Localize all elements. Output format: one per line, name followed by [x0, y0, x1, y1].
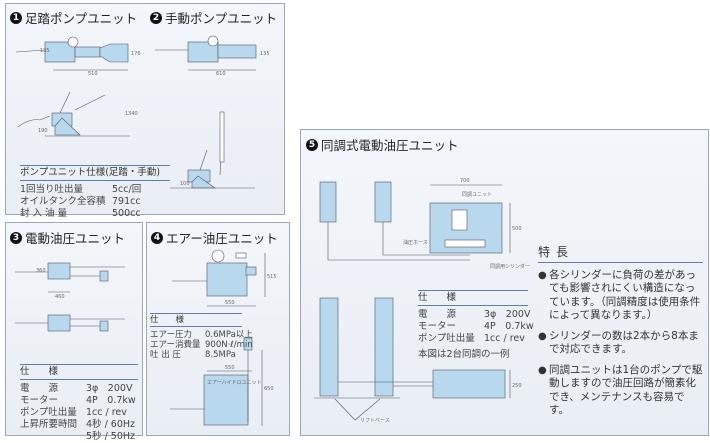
dim-s3-height: 360	[36, 268, 46, 274]
feature-item: 同調ユニットは1台のポンプで駆動しますので油圧回路が簡素化でき、メンテナンスも容…	[538, 364, 703, 418]
section-title: エアー油圧ユニット	[166, 231, 278, 246]
dim-s4-width: 550	[225, 300, 235, 306]
section-title: 手動ポンプユニット	[165, 11, 278, 26]
sync-unit-diagram	[314, 181, 511, 421]
panel-electric-unit	[5, 222, 143, 436]
spec-key: 封 入 油 量	[20, 208, 68, 219]
dim-s5-unit-height: 250	[512, 383, 522, 389]
label-sync-unit: 同調ユニット	[462, 191, 492, 198]
features-box: 特長 各シリンダーに負荷の差があっても影響されにくい構造になっています。（同調精…	[538, 245, 703, 425]
air-hydro-unit-label: エアーハイドロユニット	[207, 380, 262, 386]
dim-s1-total: 1340	[125, 111, 138, 117]
label-sync-cylinder: 同調用シリンダー	[490, 263, 530, 270]
spec-key: 電 源	[418, 309, 457, 320]
spec-value: 1cc / rev	[484, 333, 525, 344]
spec-value: 5秒 / 50Hz	[86, 431, 136, 442]
dim-s5-height: 500	[512, 226, 522, 232]
section-number-4: 4	[151, 231, 163, 244]
hand-pump-side-view	[170, 111, 255, 189]
dim-s1-base: 190	[38, 128, 48, 134]
spec-value: 500cc	[112, 208, 141, 219]
feature-item: 各シリンダーに負荷の差があっても影響されにくい構造になっています。（同調精度は使…	[538, 269, 703, 323]
spec-heading: 仕 様	[150, 313, 242, 327]
spec-key: 吐 出 圧	[150, 350, 181, 360]
air-unit-diagram	[170, 249, 266, 426]
dim-s1-width: 510	[88, 71, 98, 77]
dim-s4-height: 515	[267, 274, 277, 280]
spec-value: 8.5MPa	[205, 350, 236, 360]
spec-value: 4秒 / 60Hz	[86, 419, 136, 430]
section-number-3: 3	[10, 231, 22, 244]
label-lift-base: リフトベース	[360, 418, 390, 424]
spec-value: 0.6MPa以上	[205, 330, 253, 340]
electric-spec-table: 仕 様 電 源 3φ 200V モーター 4P 0.7kw ポンプ吐出量 1cc / …	[20, 364, 138, 443]
section-title: 電動油圧ユニット	[25, 231, 126, 246]
spec-heading: ポンプユニット仕様(足踏・手動)	[20, 165, 170, 181]
dim-s2-width: 610	[216, 71, 226, 77]
spec-value: 4P 0.7kw	[484, 321, 534, 332]
section-title: 足踏ポンプユニット	[25, 11, 138, 26]
spec-value: 1cc / rev	[86, 407, 127, 418]
diagram-note: 本図は2台同調の一例	[418, 349, 510, 360]
feature-item: シリンダーの数は2本から8本まで対応できます。	[538, 330, 703, 357]
hand-pump-top-view	[155, 35, 257, 71]
foot-pump-top-view	[15, 36, 129, 71]
section-number-2: 2	[150, 11, 162, 24]
section-title: 同調式電動油圧ユニット	[321, 138, 459, 153]
spec-key: オイルタンク全容積	[20, 196, 106, 207]
spec-key: エアー消費量	[150, 340, 201, 350]
label-hydraulic-hose: 油圧ホース	[403, 239, 428, 246]
dim-s2-height: 135	[260, 51, 270, 57]
pump-spec-table: ポンプユニット仕様(足踏・手動) 1回当り吐出量 5cc/回 オイルタンク全容積 7…	[20, 165, 170, 220]
panel-pump-units	[5, 3, 285, 215]
section-number-5: 5	[306, 138, 318, 151]
dim-s3-width: 460	[55, 294, 65, 300]
electric-unit-diagram	[15, 262, 125, 332]
air-spec-table: 仕 様 エアー圧力 0.6MPa以上 エアー消費量 900N·ℓ/min 吐 出 圧…	[150, 313, 253, 360]
spec-key: 電 源	[20, 383, 59, 394]
spec-value: 791cc	[112, 196, 141, 207]
features-heading: 特長	[538, 245, 703, 263]
spec-key: モーター	[418, 321, 457, 332]
spec-value: 5cc/回	[112, 184, 142, 195]
foot-pump-side-view	[17, 91, 130, 137]
spec-key: ポンプ吐出量	[418, 333, 475, 344]
spec-key	[20, 431, 86, 443]
dim-s1-pump: 135	[40, 48, 50, 54]
section-number-1: 1	[10, 11, 22, 24]
spec-key: 1回当り吐出量	[20, 184, 84, 195]
dim-s1-height: 176	[131, 51, 141, 57]
spec-value: 4P 0.7kw	[86, 395, 136, 406]
spec-value: 3φ 200V	[86, 383, 133, 394]
dim-s5-width: 700	[460, 178, 470, 184]
spec-value: 3φ 200V	[484, 309, 531, 320]
spec-key: モーター	[20, 395, 59, 406]
dim-s4-height-2: 650	[264, 386, 274, 392]
dim-s4-width-2: 550	[225, 365, 235, 371]
spec-heading: 仕 様	[20, 364, 138, 380]
spec-value: 900N·ℓ/min	[205, 340, 253, 350]
sync-spec-table: 仕 様 電 源 3φ 200V モーター 4P 0.7kw ポンプ吐出量 1cc / …	[418, 290, 534, 345]
spec-key: 上昇所要時間	[20, 419, 78, 430]
spec-heading: 仕 様	[418, 290, 528, 306]
spec-key: エアー圧力	[150, 330, 192, 340]
dim-s2-base: 100	[180, 181, 190, 187]
spec-key: ポンプ吐出量	[20, 407, 77, 418]
